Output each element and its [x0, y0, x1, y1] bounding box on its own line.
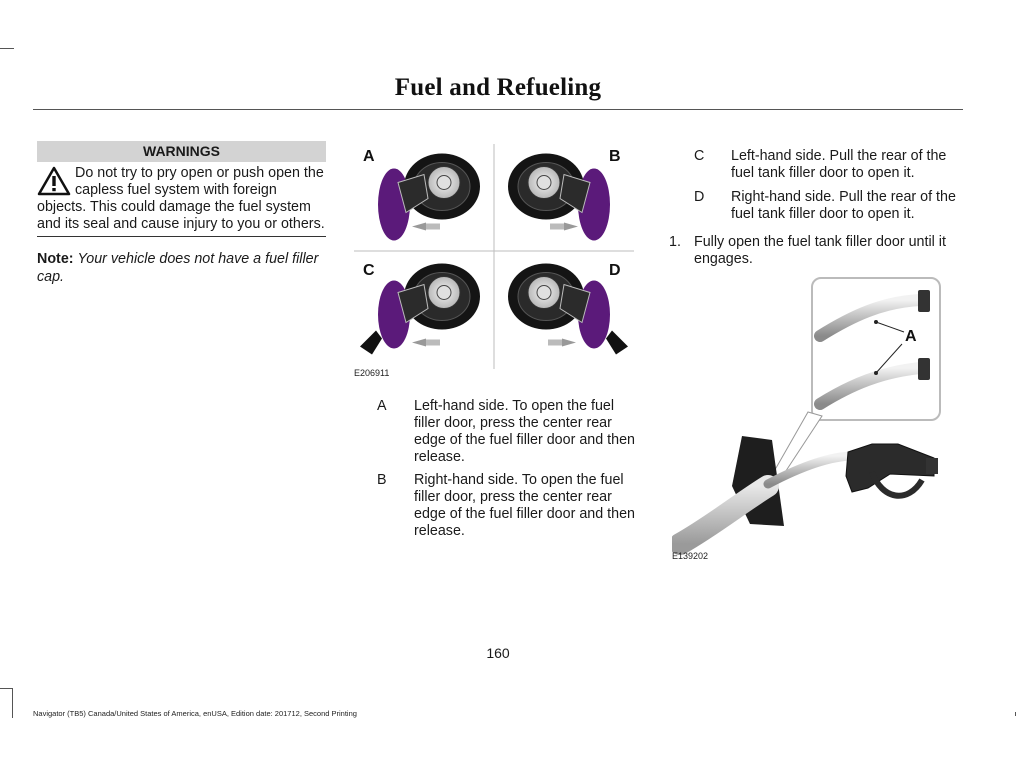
- step-text: Fully open the fuel tank filler door unt…: [694, 234, 946, 267]
- warnings-text: Do not try to pry open or push open the …: [37, 165, 325, 232]
- figure-legend-continued: C Left-hand side. Pull the rear of the f…: [694, 148, 964, 223]
- step-list: 1. Fully open the fuel tank filler door …: [669, 234, 964, 268]
- figure-legend: A Left-hand side. To open the fuel fille…: [377, 398, 639, 540]
- step-item: 1. Fully open the fuel tank filler door …: [669, 234, 964, 268]
- legend-text: Left-hand side. To open the fuel filler …: [414, 398, 635, 465]
- legend-text: Right-hand side. To open the fuel filler…: [414, 472, 635, 539]
- fuel-door-view-d: [508, 263, 628, 355]
- figure-label-d: D: [609, 262, 621, 279]
- fuel-nozzle-illustration: [669, 277, 941, 555]
- note-text: Your vehicle does not have a fuel filler…: [37, 251, 319, 285]
- figure2-id: E139202: [672, 551, 709, 561]
- fuel-door-view-a: [378, 153, 480, 241]
- warnings-divider: [37, 236, 326, 237]
- fuel-door-figure: A B C D: [354, 144, 634, 369]
- legend-key: D: [694, 189, 705, 205]
- note-label: Note:: [37, 251, 74, 267]
- legend-item: D Right-hand side. Pull the rear of the …: [694, 189, 964, 223]
- figure-label-c: C: [363, 262, 375, 279]
- warnings-body: Do not try to pry open or push open the …: [37, 165, 326, 233]
- page-footer: Navigator (TB5) Canada/United States of …: [33, 709, 357, 718]
- title-divider: [33, 109, 963, 110]
- crop-mark: [12, 688, 13, 718]
- legend-key: B: [377, 472, 387, 488]
- legend-text: Left-hand side. Pull the rear of the fue…: [731, 148, 947, 181]
- figure-id: E206911: [354, 368, 390, 378]
- page-title: Fuel and Refueling: [394, 74, 602, 101]
- legend-text: Right-hand side. Pull the rear of the fu…: [731, 189, 956, 222]
- figure-label-a: A: [363, 148, 375, 165]
- legend-item: C Left-hand side. Pull the rear of the f…: [694, 148, 964, 182]
- note: Note: Your vehicle does not have a fuel …: [37, 250, 329, 286]
- warnings-heading: WARNINGS: [37, 141, 326, 162]
- legend-item: A Left-hand side. To open the fuel fille…: [377, 398, 639, 466]
- figure2-label-a: A: [905, 328, 917, 345]
- fuel-door-view-c: [360, 263, 480, 355]
- warning-triangle-icon: [37, 166, 71, 196]
- legend-item: B Right-hand side. To open the fuel fill…: [377, 472, 639, 540]
- step-number: 1.: [669, 234, 681, 250]
- legend-key: A: [377, 398, 387, 414]
- legend-key: C: [694, 148, 705, 164]
- figure-label-b: B: [609, 148, 621, 165]
- fuel-door-view-b: [508, 153, 610, 241]
- crop-mark: [0, 48, 14, 49]
- fuel-nozzle-figure: A: [669, 276, 972, 561]
- page-number: 160: [486, 645, 510, 661]
- figure-grid-lines: [354, 144, 634, 369]
- crop-mark: [1015, 712, 1016, 716]
- crop-mark: [0, 688, 13, 689]
- warnings-box: WARNINGS Do not try to pry open or push …: [37, 141, 326, 233]
